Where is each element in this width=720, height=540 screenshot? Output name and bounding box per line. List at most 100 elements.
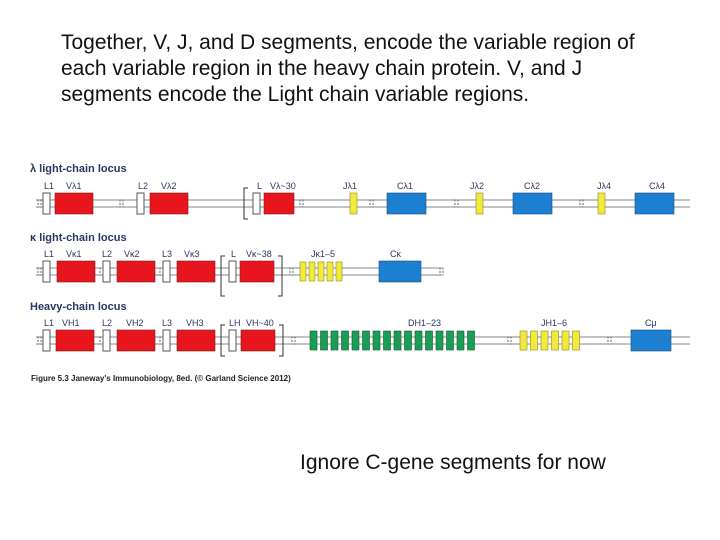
lambda-v-segment-2 bbox=[149, 192, 189, 215]
heavy-d-segment bbox=[330, 330, 339, 351]
heavy-bracket-right bbox=[279, 324, 284, 357]
heavy-label-vn: VH~40 bbox=[246, 318, 274, 328]
kappa-label-l: L bbox=[231, 249, 236, 259]
locus-diagram: λ light-chain locus κ light-chain locus … bbox=[30, 163, 690, 357]
heavy-leader-2 bbox=[102, 329, 111, 352]
heavy-d-segment bbox=[309, 330, 318, 351]
kappa-leader-1 bbox=[42, 260, 51, 283]
kappa-leader-n bbox=[228, 260, 237, 283]
kappa-label-j: Jκ1–5 bbox=[311, 249, 335, 259]
lambda-leader-2 bbox=[136, 192, 145, 215]
lambda-label-vn: Vλ~30 bbox=[270, 181, 296, 191]
heavy-d-segment bbox=[372, 330, 381, 351]
kappa-j-segment-1 bbox=[299, 261, 307, 282]
lambda-locus: L1 Vλ1 L2 Vλ2 L Vλ~30 Jλ1 Cλ1 Jλ2 Cλ2 Jλ… bbox=[36, 181, 690, 220]
kappa-label-c: Cκ bbox=[390, 249, 401, 259]
footer-note: Ignore C-gene segments for now bbox=[300, 451, 606, 474]
kappa-label-v2: Vκ2 bbox=[124, 249, 140, 259]
kappa-leader-3 bbox=[162, 260, 171, 283]
heavy-leader-n bbox=[228, 329, 237, 352]
heavy-label-d: DH1–23 bbox=[408, 318, 441, 328]
heavy-v-segment-n bbox=[240, 329, 276, 352]
kappa-v-segment-2 bbox=[116, 260, 156, 283]
lambda-label-l1: L1 bbox=[44, 181, 54, 191]
lambda-label-c1: Cλ1 bbox=[397, 181, 413, 191]
kappa-label-l1: L1 bbox=[44, 249, 54, 259]
lambda-label-c2: Cλ2 bbox=[524, 181, 540, 191]
heavy-d-segment bbox=[435, 330, 444, 351]
lambda-c-segment-2 bbox=[512, 192, 553, 215]
heavy-locus-title: Heavy-chain locus bbox=[30, 301, 127, 313]
kappa-label-l2: L2 bbox=[102, 249, 112, 259]
kappa-c-segment bbox=[378, 260, 422, 283]
heavy-label-l1: L1 bbox=[44, 318, 54, 328]
lambda-bracket-left bbox=[243, 187, 248, 220]
heavy-j-segment bbox=[519, 330, 528, 351]
heavy-label-l3: L3 bbox=[162, 318, 172, 328]
kappa-label-vn: Vκ~38 bbox=[246, 249, 272, 259]
kappa-locus: L1 Vκ1 L2 Vκ2 L3 Vκ3 L Vκ~38 Jκ1–5 Cκ bbox=[36, 249, 442, 297]
heavy-bracket-left bbox=[220, 324, 225, 357]
heavy-j-segment bbox=[530, 330, 538, 351]
lambda-leader-n bbox=[252, 192, 261, 215]
heavy-v-segment-1 bbox=[55, 329, 95, 352]
lambda-label-j4: Jλ4 bbox=[597, 181, 611, 191]
lambda-v-segment-n bbox=[263, 192, 295, 215]
kappa-locus-title: κ light-chain locus bbox=[30, 232, 127, 244]
heavy-leader-1 bbox=[42, 329, 51, 352]
kappa-label-v3: Vκ3 bbox=[184, 249, 200, 259]
heavy-d-segments bbox=[309, 330, 475, 351]
kappa-bracket-left bbox=[220, 255, 225, 297]
kappa-j-segment-5 bbox=[335, 261, 343, 282]
lambda-label-j2: Jλ2 bbox=[470, 181, 484, 191]
heavy-label-v2: VH2 bbox=[126, 318, 144, 328]
heavy-j-segments bbox=[519, 330, 580, 351]
heavy-label-v3: VH3 bbox=[186, 318, 204, 328]
heavy-d-segment bbox=[341, 330, 349, 351]
lambda-locus-title: λ light-chain locus bbox=[30, 163, 127, 175]
lambda-label-v1: Vλ1 bbox=[66, 181, 82, 191]
lambda-leader-1 bbox=[42, 192, 51, 215]
lambda-label-v2: Vλ2 bbox=[161, 181, 177, 191]
dna-break-marks bbox=[37, 199, 612, 345]
heavy-d-segment bbox=[425, 330, 433, 351]
heavy-label-l: LH bbox=[229, 318, 241, 328]
heavy-leader-3 bbox=[162, 329, 171, 352]
heavy-d-segment bbox=[362, 330, 370, 351]
lambda-label-j1: Jλ1 bbox=[343, 181, 357, 191]
kappa-v-segment-1 bbox=[56, 260, 96, 283]
lambda-label-c4: Cλ4 bbox=[649, 181, 665, 191]
heavy-locus: L1 VH1 L2 VH2 L3 VH3 LH VH~40 DH1–23 JH1… bbox=[36, 318, 690, 357]
heavy-j-segment bbox=[561, 330, 570, 351]
kappa-j-segment-4 bbox=[326, 261, 334, 282]
heavy-d-segment bbox=[467, 330, 475, 351]
lambda-v-segment-1 bbox=[54, 192, 94, 215]
lambda-label-l: L bbox=[257, 181, 262, 191]
heavy-v-segment-2 bbox=[116, 329, 156, 352]
lambda-j-segment-1 bbox=[349, 192, 358, 215]
heavy-d-segment bbox=[383, 330, 391, 351]
kappa-v-segment-n bbox=[239, 260, 275, 283]
lambda-c-segment-1 bbox=[386, 192, 427, 215]
heavy-d-segment bbox=[351, 330, 360, 351]
lambda-label-l2: L2 bbox=[138, 181, 148, 191]
kappa-v-segment-3 bbox=[176, 260, 216, 283]
heavy-d-segment bbox=[320, 330, 328, 351]
heavy-d-segment bbox=[446, 330, 454, 351]
heavy-d-segment bbox=[414, 330, 423, 351]
slide-title: Together, V, J, and D segments, encode t… bbox=[61, 31, 635, 106]
heavy-j-segment bbox=[551, 330, 559, 351]
kappa-j-segment-2 bbox=[308, 261, 316, 282]
heavy-d-segment bbox=[456, 330, 465, 351]
heavy-j-segment bbox=[572, 330, 580, 351]
heavy-c-segment bbox=[630, 329, 672, 352]
heavy-d-segment bbox=[404, 330, 412, 351]
figure-caption: Figure 5.3 Janeway's Immunobiology, 8ed.… bbox=[31, 374, 291, 383]
lambda-j-segment-2 bbox=[475, 192, 484, 215]
heavy-label-v1: VH1 bbox=[62, 318, 80, 328]
kappa-bracket-right bbox=[278, 255, 283, 297]
heavy-v-segment-3 bbox=[176, 329, 216, 352]
heavy-j-segment bbox=[540, 330, 549, 351]
heavy-label-c: Cμ bbox=[645, 318, 657, 328]
kappa-label-v1: Vκ1 bbox=[66, 249, 82, 259]
